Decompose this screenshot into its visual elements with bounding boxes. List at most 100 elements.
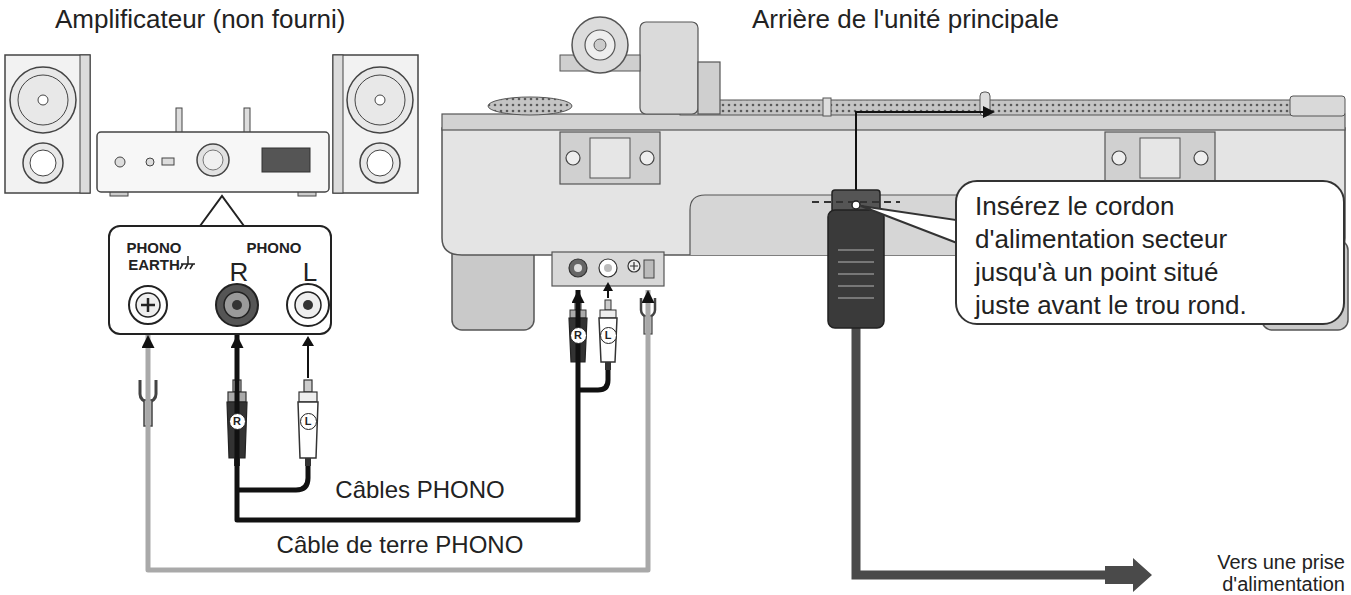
turntable-plugs	[605, 300, 611, 310]
turntable-drawing	[599, 259, 617, 277]
amplifier-drawing	[162, 158, 174, 165]
turntable-drawing	[560, 132, 660, 184]
callout-box: Insérez le cordon d'alimentation secteur…	[955, 180, 1345, 325]
amplifier-drawing	[203, 150, 223, 170]
amplifier-plugs	[140, 336, 318, 490]
speaker-right	[333, 55, 418, 193]
callout-note: Insérez le cordon d'alimentation secteur…	[975, 190, 1265, 322]
turntable-drawing	[574, 264, 582, 272]
amplifier-drawing	[197, 144, 229, 176]
amplifier-jacks	[224, 292, 250, 318]
turntable-plugs	[605, 362, 611, 370]
speaker-right	[333, 55, 343, 193]
amplifier-jacks	[180, 256, 195, 269]
channel-letter: R	[224, 259, 254, 285]
turntable-drawing	[569, 259, 587, 277]
turntable-drawing	[594, 39, 606, 51]
amplifier-jacks	[216, 284, 258, 326]
turntable-drawing	[442, 114, 1345, 130]
destination-note: Vers une prise d'alimentation	[1160, 551, 1345, 595]
power-cord	[852, 201, 860, 209]
plug-letter: R	[229, 413, 246, 430]
speaker-left	[5, 55, 90, 193]
amplifier-unit: Amplificateur (non fourni)	[0, 0, 432, 200]
turntable-drawing	[552, 252, 664, 286]
turntable-drawing	[1140, 138, 1180, 178]
amplifier-jacks	[303, 300, 313, 310]
terminal-name: PHONO	[234, 239, 314, 256]
turntable-drawing	[630, 262, 638, 270]
speaker-right	[375, 95, 385, 105]
amplifier-plugs	[304, 380, 312, 392]
amplifier-plugs	[302, 336, 314, 346]
power-cord	[856, 325, 1108, 575]
turntable-drawing	[442, 17, 1348, 330]
terminal-name: PHONO EARTH	[114, 239, 194, 274]
amplifier-drawing	[176, 108, 182, 134]
speaker-right	[347, 67, 413, 133]
turntable-drawing	[566, 151, 580, 165]
plug-letter: L	[600, 327, 617, 344]
earth-cable	[148, 290, 648, 570]
turntable-plugs	[599, 318, 617, 362]
turntable-drawing	[644, 260, 654, 278]
amplifier-plugs	[237, 466, 308, 490]
turntable-plugs	[600, 310, 616, 318]
power-cord	[1105, 558, 1152, 592]
amplifier-jacks	[136, 293, 160, 317]
turntable-drawing	[1112, 151, 1126, 165]
cable-label: Câbles PHONO	[220, 476, 620, 505]
channel-letter: L	[295, 259, 325, 285]
amplifier-jacks	[129, 286, 167, 324]
cable-label: Câble de terre PHONO	[200, 531, 600, 560]
amplifier-drawing	[97, 132, 329, 192]
amplifier-drawing	[146, 158, 154, 166]
turntable-plugs	[578, 370, 608, 390]
amplifier-drawing	[115, 157, 125, 167]
amplifier-jacks	[295, 292, 321, 318]
amplifier-drawing	[244, 108, 250, 134]
speaker-left	[80, 55, 90, 193]
turntable-drawing	[585, 30, 615, 60]
turntable-drawing	[590, 138, 630, 178]
amplifier-plugs	[299, 392, 317, 402]
speaker-left	[38, 95, 48, 105]
turntable-drawing	[572, 17, 628, 73]
speaker-right	[355, 75, 405, 125]
amplifier-drawing	[97, 108, 329, 196]
power-cord	[856, 112, 983, 190]
power-cord	[861, 206, 970, 248]
amplifier-jacks	[141, 298, 155, 312]
callout-pointer	[200, 196, 244, 226]
speaker-left	[23, 143, 63, 183]
turntable-plugs	[569, 282, 655, 390]
plug-letter: R	[570, 327, 587, 344]
power-cord	[838, 250, 874, 298]
power-cord	[983, 106, 995, 118]
turntable-drawing	[698, 62, 720, 114]
speaker-right	[360, 143, 400, 183]
turntable-drawing	[640, 22, 698, 114]
amplifier-plugs	[307, 344, 309, 378]
speaker-left	[5, 55, 90, 193]
turntable-plugs	[603, 282, 613, 291]
turntable-drawing	[823, 98, 831, 116]
amplifier-jacks	[287, 284, 329, 326]
turntable-drawing	[1105, 132, 1215, 184]
amplifier-drawing	[262, 148, 310, 172]
turntable-drawing	[1290, 96, 1345, 116]
turntable-drawing	[488, 97, 572, 115]
power-cord	[828, 210, 884, 328]
power-cord	[812, 106, 1152, 592]
speaker-left	[30, 150, 56, 176]
speaker-right	[333, 55, 418, 193]
plug-letter: L	[300, 413, 317, 430]
speaker-right	[367, 150, 393, 176]
speaker-left	[10, 67, 76, 133]
speaker-left	[18, 75, 68, 125]
amplifier-jacks	[232, 300, 242, 310]
